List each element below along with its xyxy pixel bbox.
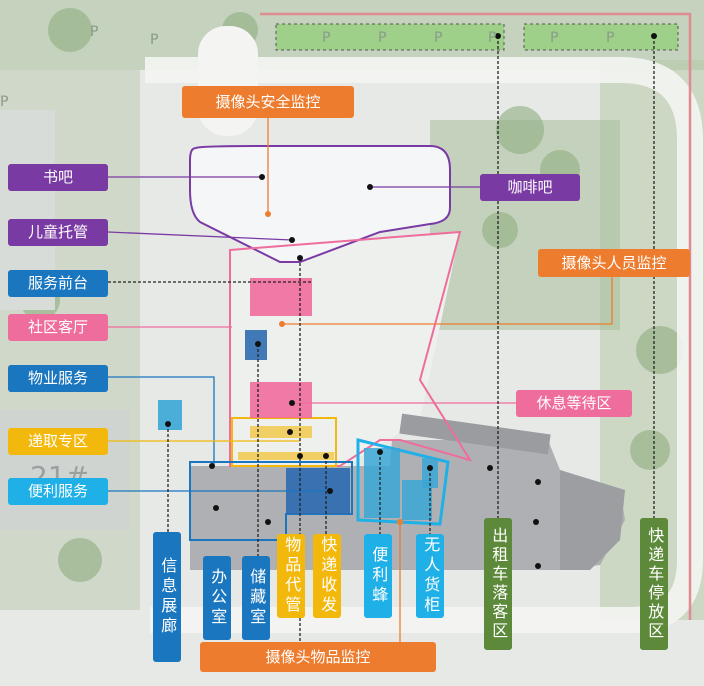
parking-mark: P (322, 30, 331, 46)
taxi-dropoff-text: 出租车落客区 (489, 527, 509, 641)
parking-mark: P (90, 24, 99, 40)
parking-mark: P (0, 94, 9, 110)
courier-parking-label: 快递车停放区 (640, 518, 668, 650)
info-gallery-label: 信息展廊 (153, 532, 181, 662)
parking-mark: P (434, 30, 443, 46)
express-delivery-text: 快递收发 (318, 536, 338, 616)
parking-mark: P (488, 30, 497, 46)
parking-mark: P (378, 30, 387, 46)
anchor-dots (165, 33, 657, 569)
goods-custody-label: 物品代管 (277, 534, 305, 618)
storage-label: 储藏室 (242, 556, 270, 640)
camera-people-label: 摄像头人员监控 (538, 249, 690, 277)
property-service-label: 物业服务 (8, 365, 108, 392)
pink-room-1 (250, 278, 312, 316)
parking-mark: P (550, 30, 559, 46)
camera-safety-label: 摄像头安全监控 (182, 86, 354, 118)
express-delivery-label: 快递收发 (313, 534, 341, 618)
pickup-zone-label: 递取专区 (8, 428, 108, 455)
cafe-building (190, 146, 450, 262)
storage-text: 储藏室 (247, 568, 267, 628)
community-lounge-label: 社区客厅 (8, 314, 108, 341)
boundary-line (260, 12, 692, 620)
pink-room-2 (250, 382, 312, 418)
greenery-mid (430, 120, 620, 330)
convenience-hive-label: 便利蜂 (364, 534, 392, 618)
stair-wedge (560, 470, 625, 570)
unmanned-zone-outline (356, 438, 450, 526)
unmanned-cabinet-label: 无人货柜 (416, 534, 444, 618)
convenience-hive-text: 便利蜂 (369, 546, 389, 606)
book-bar-label: 书吧 (8, 164, 108, 191)
unmanned-cabinet-text: 无人货柜 (421, 536, 441, 616)
rest-waiting-label: 休息等待区 (516, 390, 632, 417)
parking-mark: P (150, 32, 159, 48)
cafe-label: 咖啡吧 (480, 174, 580, 201)
service-desk-label: 服务前台 (8, 270, 108, 297)
cafe-zone-outline (189, 145, 451, 263)
parking-top-left (275, 23, 505, 51)
child-care-label: 儿童托管 (8, 219, 108, 246)
parking-mark: P (606, 30, 615, 46)
entrance-plaza (198, 26, 258, 136)
office-text: 办公室 (208, 568, 228, 628)
convenience-service-label: 便利服务 (8, 478, 108, 505)
courier-parking-text: 快递车停放区 (645, 527, 665, 641)
camera-goods-label: 摄像头物品监控 (200, 642, 436, 672)
taxi-dropoff-label: 出租车落客区 (484, 518, 512, 650)
goods-custody-text: 物品代管 (282, 536, 302, 616)
office-label: 办公室 (203, 556, 231, 640)
info-gallery-text: 信息展廊 (158, 557, 178, 637)
